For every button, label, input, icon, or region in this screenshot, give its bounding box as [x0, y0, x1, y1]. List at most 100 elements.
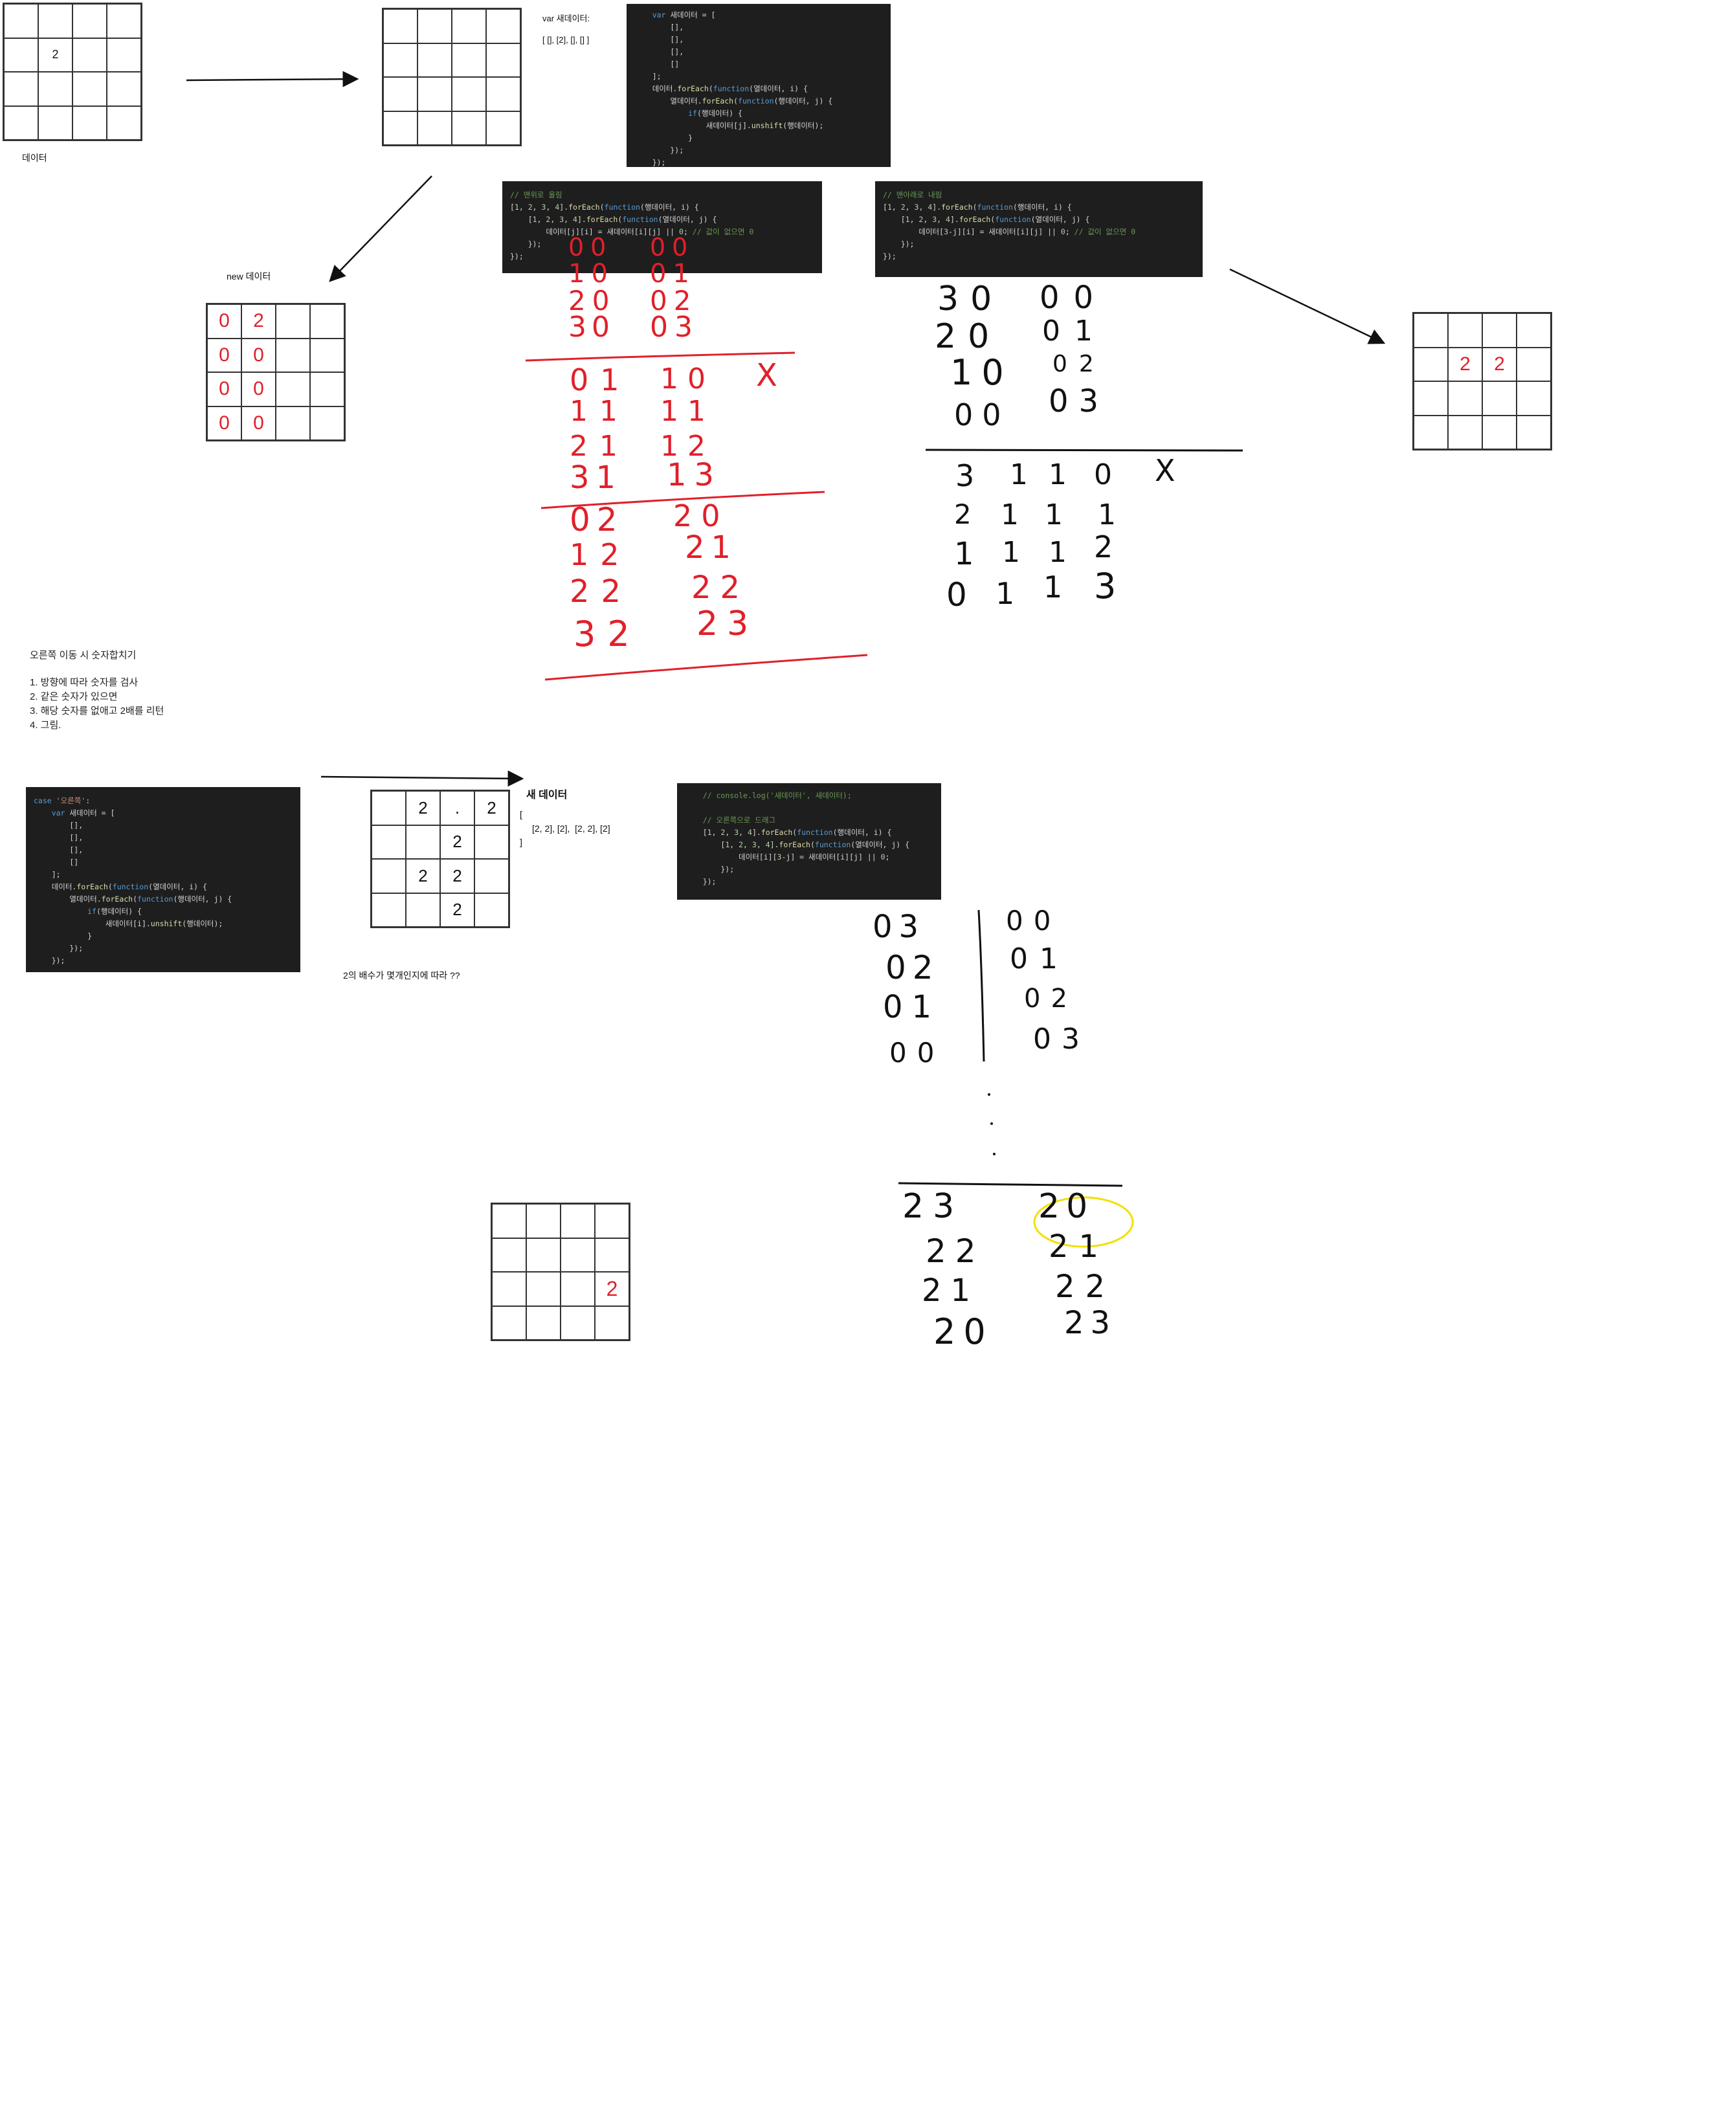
handwritten-text: 02 [650, 285, 698, 317]
grid-cell [4, 106, 38, 140]
handwritten-text: 30 [937, 280, 1004, 318]
handwritten-text: 10 [950, 352, 1013, 393]
grid-cell [486, 43, 520, 77]
handwritten-text: 12 [570, 537, 631, 572]
step-4: 4. 그림. [30, 720, 61, 731]
grid-cell [486, 9, 520, 43]
handwritten-text: 1 [1001, 498, 1019, 531]
code-line: }); [510, 252, 524, 261]
grid-cell [526, 1204, 561, 1238]
code-line: 새데이터[j].unshift(행데이터); [634, 121, 824, 130]
grid-cell [310, 338, 344, 372]
code-line: }); [685, 865, 735, 874]
grid-right-result: 2 [491, 1203, 630, 1341]
code-line: ]; [34, 870, 61, 879]
handwritten-text: 32 [573, 614, 641, 654]
grid-cell [595, 1306, 629, 1340]
grid-cell [72, 72, 107, 106]
grid-cell [1414, 313, 1448, 348]
code-line: 데이터.forEach(function(열데이터, i) { [634, 84, 808, 93]
handwritten-text: 22 [926, 1232, 985, 1270]
step-3: 3. 해당 숫자를 없애고 2배를 리턴 [30, 706, 164, 717]
handwritten-text: 11 [570, 395, 629, 428]
handwritten-text: 0 [946, 576, 967, 614]
code-line: }); [34, 944, 83, 953]
grid-cell [595, 1238, 629, 1272]
code-line: // 오른쪽으로 드래그 [702, 816, 776, 825]
grid-cell [276, 304, 310, 339]
grid-cell [1414, 381, 1448, 416]
grid-cell [452, 43, 486, 77]
grid-cell: 0 [207, 406, 241, 440]
grid-cell: 2 [406, 791, 440, 825]
code-line: } [34, 931, 93, 940]
handwritten-text: 21 [1049, 1228, 1109, 1265]
code-line: 열데이터.forEach(function(행데이터, j) { [34, 895, 232, 904]
grid-cell [1517, 381, 1551, 416]
code-line: } [634, 133, 693, 142]
code-line: 데이터[i][3-j] = 새데이터[i][j] || 0; [685, 852, 890, 861]
grid-cell: 2 [474, 791, 509, 825]
grid-cell [406, 893, 440, 927]
grid-cell [406, 825, 440, 859]
grid-cell: 0 [241, 338, 276, 372]
grid-cell [492, 1306, 526, 1340]
arrow-1 [186, 71, 359, 87]
code-line: [1, 2, 3, 4].forEach(function(행데이터, i) { [883, 203, 1072, 212]
code-line: [1, 2, 3, 4].forEach(function(행데이터, i) { [685, 828, 892, 837]
handwritten-text: 03 [1033, 1023, 1090, 1056]
new-data-result: [2, 2], [2], [2, 2], [2] [532, 823, 610, 834]
grid-cell [372, 825, 406, 859]
handwritten-text: 31 [570, 460, 623, 496]
red-line-3 [544, 654, 868, 681]
code-line: var 새데이터 = [ [51, 808, 115, 817]
handwritten-text: 2 [954, 498, 972, 530]
code-block-new-data: var 새데이터 = [ [], [], [], [] ]; 데이터.forEa… [627, 4, 891, 167]
code-line: case '오른쪽': [34, 796, 91, 805]
grid-cell: 0 [207, 304, 241, 339]
grid-cell [4, 38, 38, 72]
handwritten-text: 10 [568, 259, 614, 289]
grid-cell: 2 [440, 893, 474, 927]
handwritten-text: 00 [650, 233, 695, 261]
grid-cell: 0 [241, 406, 276, 440]
code-line [685, 802, 933, 814]
arrow-2 [329, 175, 432, 282]
code-line: [], [34, 821, 83, 830]
code-line: 데이터[j][i] = 새데이터[i][j] || 0; // 값이 없으면 0 [510, 227, 754, 236]
grid-cell [107, 4, 141, 38]
grid-cell [1414, 415, 1448, 449]
grid-cell [417, 9, 452, 43]
grid-cell: 0 [207, 338, 241, 372]
handwritten-text: 1 [1043, 570, 1063, 605]
grid-cell [372, 893, 406, 927]
new-data-close: ] [520, 837, 522, 847]
grid-cell [38, 4, 72, 38]
handwritten-text: 13 [667, 457, 722, 493]
handwritten-text: 00 [568, 233, 613, 261]
grid-cell [595, 1204, 629, 1238]
step-2: 2. 같은 숫자가 있으면 [30, 691, 118, 702]
grid-cell: 2 [38, 38, 72, 72]
code-line: [], [634, 47, 684, 56]
handwritten-text: 3 [1094, 566, 1117, 606]
handwritten-text: 1 [996, 576, 1015, 611]
code-line: [1, 2, 3, 4].forEach(function(열데이터, j) { [883, 215, 1090, 224]
grid-cell [383, 43, 417, 77]
code-line: // 맨아래로 내림 [883, 190, 942, 199]
grid-cell [417, 43, 452, 77]
grid-cell [486, 77, 520, 111]
handwritten-text: 21 [685, 529, 738, 566]
code-line: [] [634, 60, 680, 69]
handwritten-text: 01 [883, 989, 941, 1025]
grid-cell [526, 1306, 561, 1340]
grid-cell [452, 77, 486, 111]
grid-cell [1482, 415, 1517, 449]
handwritten-text: 00 [889, 1037, 945, 1069]
grid-cell [526, 1238, 561, 1272]
arrow-4 [320, 770, 524, 787]
handwritten-text: 1 [1010, 458, 1028, 491]
grid-cell: 0 [241, 372, 276, 406]
handwritten-text: 22 [570, 573, 633, 610]
